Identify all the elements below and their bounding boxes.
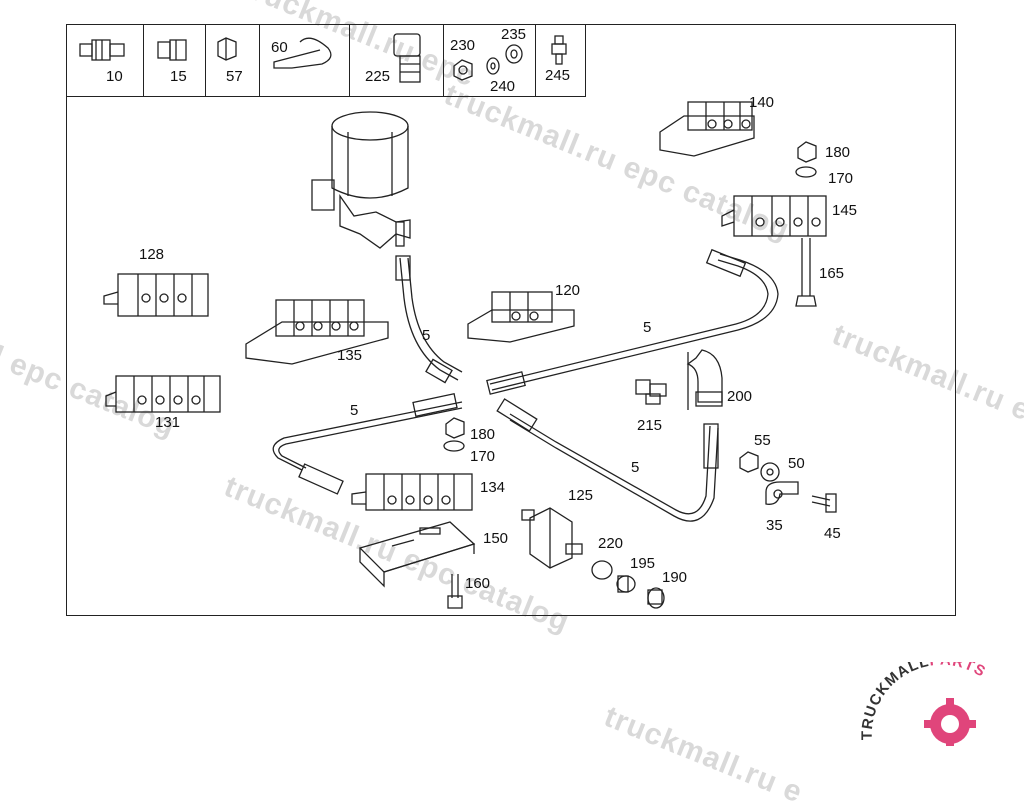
part-label-165: 165 bbox=[819, 265, 845, 282]
bracket-150-icon bbox=[358, 521, 476, 588]
part-label-5: 5 bbox=[350, 402, 359, 419]
legend-label-230: 230 bbox=[450, 37, 476, 54]
legend-cell bbox=[144, 24, 206, 97]
cap-195-icon bbox=[616, 575, 636, 593]
bolt-165-icon bbox=[795, 238, 817, 307]
distributor-140-icon bbox=[659, 101, 755, 157]
diagram-drawing bbox=[79, 33, 837, 609]
nut-55-icon bbox=[739, 451, 759, 473]
part-label-145: 145 bbox=[832, 202, 858, 219]
nut-230-icon bbox=[453, 59, 473, 81]
nut-180-icon bbox=[445, 417, 465, 439]
cap-220-icon bbox=[591, 560, 613, 580]
part-label-220: 220 bbox=[598, 535, 624, 552]
part-label-150: 150 bbox=[483, 530, 509, 547]
washer-170-icon bbox=[443, 440, 465, 452]
legend-label-235: 235 bbox=[501, 26, 527, 43]
part-label-195: 195 bbox=[630, 555, 656, 572]
part-label-134: 134 bbox=[480, 479, 506, 496]
elbow-200-icon bbox=[686, 349, 723, 410]
distributor-135-icon bbox=[245, 299, 389, 365]
part-label-50: 50 bbox=[788, 455, 805, 472]
diagram-frame bbox=[66, 24, 956, 616]
part-label-5: 5 bbox=[422, 327, 431, 344]
legend-label-245: 245 bbox=[545, 67, 571, 84]
part-label-125: 125 bbox=[568, 487, 594, 504]
fitting-190-icon bbox=[647, 587, 665, 609]
part-label-128: 128 bbox=[139, 246, 165, 263]
nut-180-icon bbox=[797, 141, 817, 163]
part-label-45: 45 bbox=[824, 525, 841, 542]
legend-label-225: 225 bbox=[365, 68, 391, 85]
distributor-145-icon bbox=[721, 195, 827, 237]
clip-35-icon bbox=[765, 481, 799, 505]
logo-text-accent: PARTS bbox=[929, 662, 989, 681]
hose-line-icon bbox=[272, 393, 463, 495]
distributor-120-icon bbox=[467, 291, 575, 343]
distributor-134-icon bbox=[351, 473, 473, 511]
elbow-225-icon bbox=[393, 33, 421, 83]
nut-57-icon bbox=[217, 37, 237, 61]
part-label-131: 131 bbox=[155, 414, 181, 431]
fitting-10-icon bbox=[79, 39, 125, 61]
legend-cell bbox=[260, 24, 350, 97]
hose-line-icon bbox=[486, 248, 779, 395]
legend-label-60: 60 bbox=[271, 39, 288, 56]
part-label-200: 200 bbox=[727, 388, 753, 405]
logo-text-dark: TRUCKMALL bbox=[859, 662, 931, 740]
part-label-140: 140 bbox=[749, 94, 775, 111]
legend-cell bbox=[350, 24, 444, 97]
legend-label-10: 10 bbox=[106, 68, 123, 85]
legend-cell bbox=[66, 24, 144, 97]
legend-label-240: 240 bbox=[490, 78, 516, 95]
legend-cell bbox=[444, 24, 536, 97]
part-label-190: 190 bbox=[662, 569, 688, 586]
gear-icon bbox=[924, 698, 976, 746]
part-label-120: 120 bbox=[555, 282, 581, 299]
valve-125-icon bbox=[521, 507, 583, 569]
hose-line-icon bbox=[395, 255, 463, 384]
washer-235-icon bbox=[505, 44, 523, 64]
bolt-160-icon bbox=[447, 574, 463, 609]
bolt-45-icon bbox=[811, 493, 837, 513]
washer-50-icon bbox=[760, 462, 780, 482]
washer-240-icon bbox=[486, 57, 500, 75]
distributor-128-icon bbox=[103, 273, 209, 317]
part-label-180: 180 bbox=[470, 426, 496, 443]
legend-label-15: 15 bbox=[170, 68, 187, 85]
legend-strip bbox=[66, 24, 586, 97]
part-label-215: 215 bbox=[637, 417, 663, 434]
washer-170-icon bbox=[795, 166, 817, 178]
grease-nipple-245-icon bbox=[551, 35, 567, 65]
pump-icon bbox=[311, 111, 411, 249]
fitting-215-icon bbox=[635, 379, 667, 405]
legend-cell bbox=[206, 24, 260, 97]
part-label-5: 5 bbox=[631, 459, 640, 476]
part-label-180: 180 bbox=[825, 144, 851, 161]
part-label-5: 5 bbox=[643, 319, 652, 336]
truckmallparts-logo: TRUCKMALLPARTS bbox=[859, 662, 989, 746]
part-label-160: 160 bbox=[465, 575, 491, 592]
part-label-55: 55 bbox=[754, 432, 771, 449]
fitting-15-icon bbox=[157, 39, 187, 61]
part-label-170: 170 bbox=[470, 448, 496, 465]
cable-tie-60-icon bbox=[273, 37, 332, 69]
hose-line-icon bbox=[496, 398, 719, 522]
part-label-35: 35 bbox=[766, 517, 783, 534]
part-label-135: 135 bbox=[337, 347, 363, 364]
legend-label-57: 57 bbox=[226, 68, 243, 85]
part-label-170: 170 bbox=[828, 170, 854, 187]
distributor-131-icon bbox=[105, 375, 221, 413]
